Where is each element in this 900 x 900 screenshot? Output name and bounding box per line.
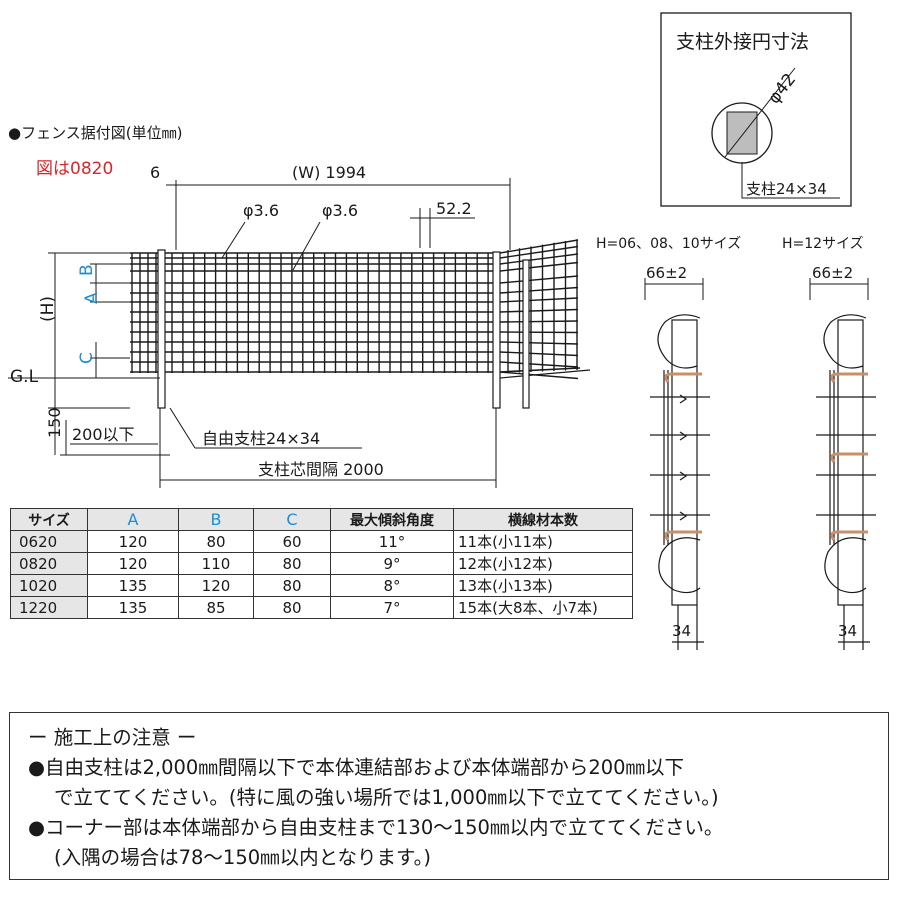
label-C: C (77, 352, 97, 364)
height-dimensions (8, 252, 497, 488)
right-clamps (830, 372, 868, 541)
left-width-dim: 66±2 (646, 264, 687, 282)
table-header-5: 横線材本数 (453, 508, 633, 531)
diameter-line (724, 67, 796, 158)
label-GL: G.L (10, 367, 39, 387)
dim-6: 6 (150, 163, 160, 182)
table-cell: 15本(大8本、小7本) (453, 596, 633, 619)
post-section-square (726, 111, 758, 155)
notes-line-1: ●自由支柱は2,000㎜間隔以下で本体連結部および本体端部から200㎜以下 (28, 756, 685, 779)
table-header-0: サイズ (10, 508, 88, 531)
left-clamps (664, 372, 702, 541)
free-post-label: 自由支柱24×34 (202, 429, 320, 448)
notes-line-4: (入隅の場合は78〜150㎜以内となります。) (54, 846, 431, 869)
inset-title: 支柱外接円寸法 (676, 31, 809, 53)
dim-width: (W) 1994 (292, 163, 366, 182)
table-header-4: 最大傾斜角度 (330, 508, 454, 531)
table-header-1: A (87, 508, 179, 531)
table-cell: 85 (178, 596, 254, 619)
dim-200: 200以下 (72, 425, 135, 444)
table-cell: 12本(小12本) (453, 552, 633, 575)
right-width-dim: 66±2 (812, 264, 853, 282)
wire-diameter-1: φ3.6 (243, 201, 279, 220)
table-cell: 1220 (10, 596, 88, 619)
mesh-pitch: 52.2 (436, 199, 472, 218)
installation-notes: ー 施工上の注意 ー ●自由支柱は2,000㎜間隔以下で本体連結部および本体端部… (9, 712, 889, 880)
dim-150: 150 (45, 407, 64, 438)
label-B: B (77, 264, 97, 276)
post-spacing-label: 支柱芯間隔 2000 (258, 460, 384, 479)
section-width-lines (644, 278, 869, 300)
fence-mesh-panel (130, 239, 591, 380)
label-A: A (82, 292, 102, 304)
fence-posts (157, 249, 530, 409)
notes-line-2: で立ててください。(特に風の強い場所では1,000㎜以下で立ててください。) (54, 786, 719, 809)
table-cell: 11° (330, 530, 454, 553)
table-cell: 0620 (10, 530, 88, 553)
table-cell: 8° (330, 574, 454, 597)
drawing-title: ●フェンス据付図(単位㎜) (8, 124, 183, 142)
section-left-heading: H=06、08、10サイズ (596, 236, 741, 252)
figure-note: 図は0820 (36, 159, 113, 179)
width-dimension (166, 178, 511, 271)
left-post-width: 34 (672, 622, 691, 640)
table-cell: 120 (87, 552, 179, 575)
table-header-3: C (253, 508, 331, 531)
table-cell: 80 (178, 530, 254, 553)
table-cell: 11本(小11本) (453, 530, 633, 553)
table-cell: 1020 (10, 574, 88, 597)
right-cross-section (816, 314, 876, 650)
table-cell: 135 (87, 574, 179, 597)
table-cell: 7° (330, 596, 454, 619)
table-cell: 80 (253, 574, 331, 597)
table-cell: 13本(小13本) (453, 574, 633, 597)
notes-line-3: ●コーナー部は本体端部から自由支柱まで130〜150㎜以内で立ててください。 (28, 816, 724, 839)
left-cross-section (650, 314, 710, 650)
table-cell: 120 (87, 530, 179, 553)
table-cell: 135 (87, 596, 179, 619)
inset-leader (741, 162, 840, 199)
right-post-width: 34 (838, 622, 857, 640)
label-H: (H) (38, 296, 58, 322)
notes-heading: ー 施工上の注意 ー (28, 726, 197, 749)
table-cell: 80 (253, 596, 331, 619)
table-cell: 110 (178, 552, 254, 575)
table-header-2: B (178, 508, 254, 531)
table-cell: 120 (178, 574, 254, 597)
table-cell: 80 (253, 552, 331, 575)
table-cell: 0820 (10, 552, 88, 575)
section-right-heading: H=12サイズ (782, 236, 864, 252)
wire-diameter-2: φ3.6 (322, 201, 358, 220)
inset-post-label: 支柱24×34 (746, 180, 827, 198)
table-cell: 60 (253, 530, 331, 553)
table-cell: 9° (330, 552, 454, 575)
